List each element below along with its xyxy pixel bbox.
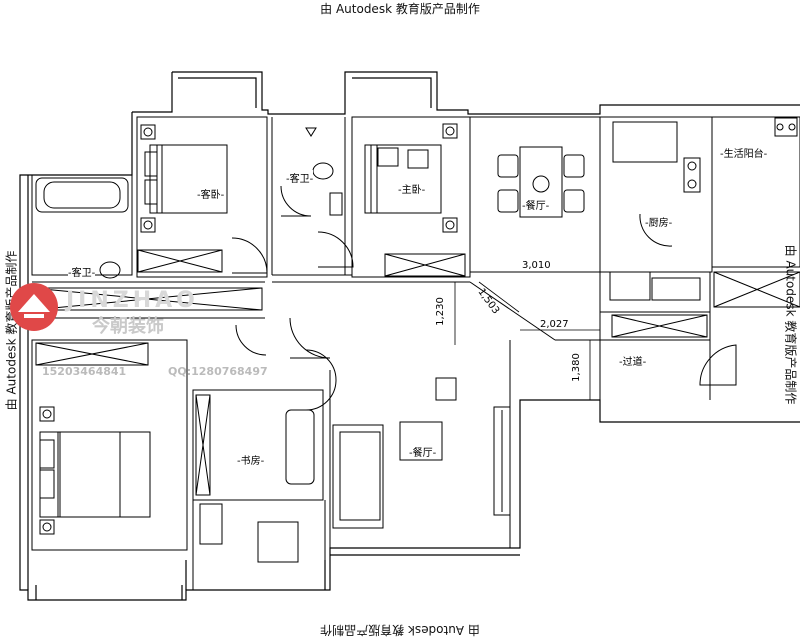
- nightstands: [39, 123, 458, 535]
- room-label-study: -书房-: [237, 452, 265, 467]
- room-label-bedroom-top-left: -客卧-: [197, 186, 225, 201]
- living-furniture: [199, 377, 511, 563]
- brand-name-cn: 今朝装饰: [92, 316, 164, 337]
- room-label-balcony: -生活阳台-: [720, 145, 768, 160]
- room-label-living: -餐厅-: [409, 444, 437, 459]
- room-label-bathroom-top: -客卫-: [286, 170, 314, 185]
- door-swings: [231, 185, 737, 411]
- brand-phone: 15203464841: [42, 365, 127, 378]
- room-label-dining: -餐厅-: [522, 197, 550, 212]
- logo-mark: [10, 283, 58, 331]
- watermark-top: 由 Autodesk 教育版产品制作: [320, 2, 480, 16]
- dimension-1230: 1,230: [434, 297, 446, 326]
- brand-name-en: JINZHAO: [66, 288, 199, 313]
- room-label-corridor: -过道-: [619, 353, 647, 368]
- dimension-lines: [454, 271, 600, 400]
- dimension-2027: 2,027: [540, 319, 569, 330]
- wardrobes: [31, 249, 800, 496]
- room-label-kitchen: -厨房-: [645, 214, 673, 229]
- room-label-bathroom-left: -客卫-: [68, 264, 96, 279]
- brand-qq: QQ:1280768497: [168, 365, 268, 378]
- kitchen-fixtures: [609, 117, 798, 301]
- bath-fixtures: [35, 127, 343, 279]
- dimension-3010: 3,010: [522, 260, 551, 271]
- room-label-bedroom-top-mid: -主卧-: [398, 181, 426, 196]
- dimension-1380: 1,380: [570, 353, 582, 382]
- beds: [39, 144, 442, 518]
- dining-table: [497, 146, 585, 218]
